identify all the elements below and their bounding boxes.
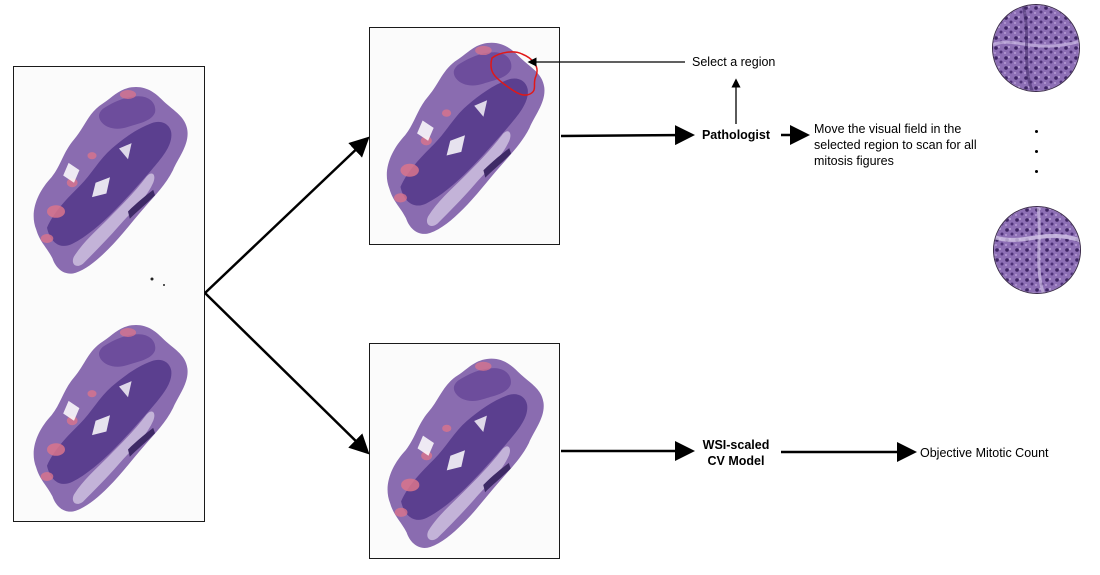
move-field-label: Move the visual field in the selected re… [814,122,977,168]
ellipsis-dot-2 [1035,150,1038,153]
microscope-field-bottom [993,206,1081,294]
arrow-to-model-slide [204,292,370,455]
ellipsis-dot-1 [1035,130,1038,133]
whole-slide-image [13,66,205,522]
selected-region-outline [490,51,538,96]
wsi-model-label: WSI-scaled CV Model [702,438,770,468]
arrow-to-pathologist-slide [204,136,370,294]
slide-cv-model [369,343,560,559]
arrow-slide-to-pathologist [560,125,695,146]
microscope-field-top [992,4,1080,92]
ellipsis-dot-3 [1035,170,1038,173]
select-region-label: Select a region [692,55,776,69]
pathologist-label: Pathologist [701,128,771,142]
objective-count-label: Objective Mitotic Count [920,446,1049,460]
